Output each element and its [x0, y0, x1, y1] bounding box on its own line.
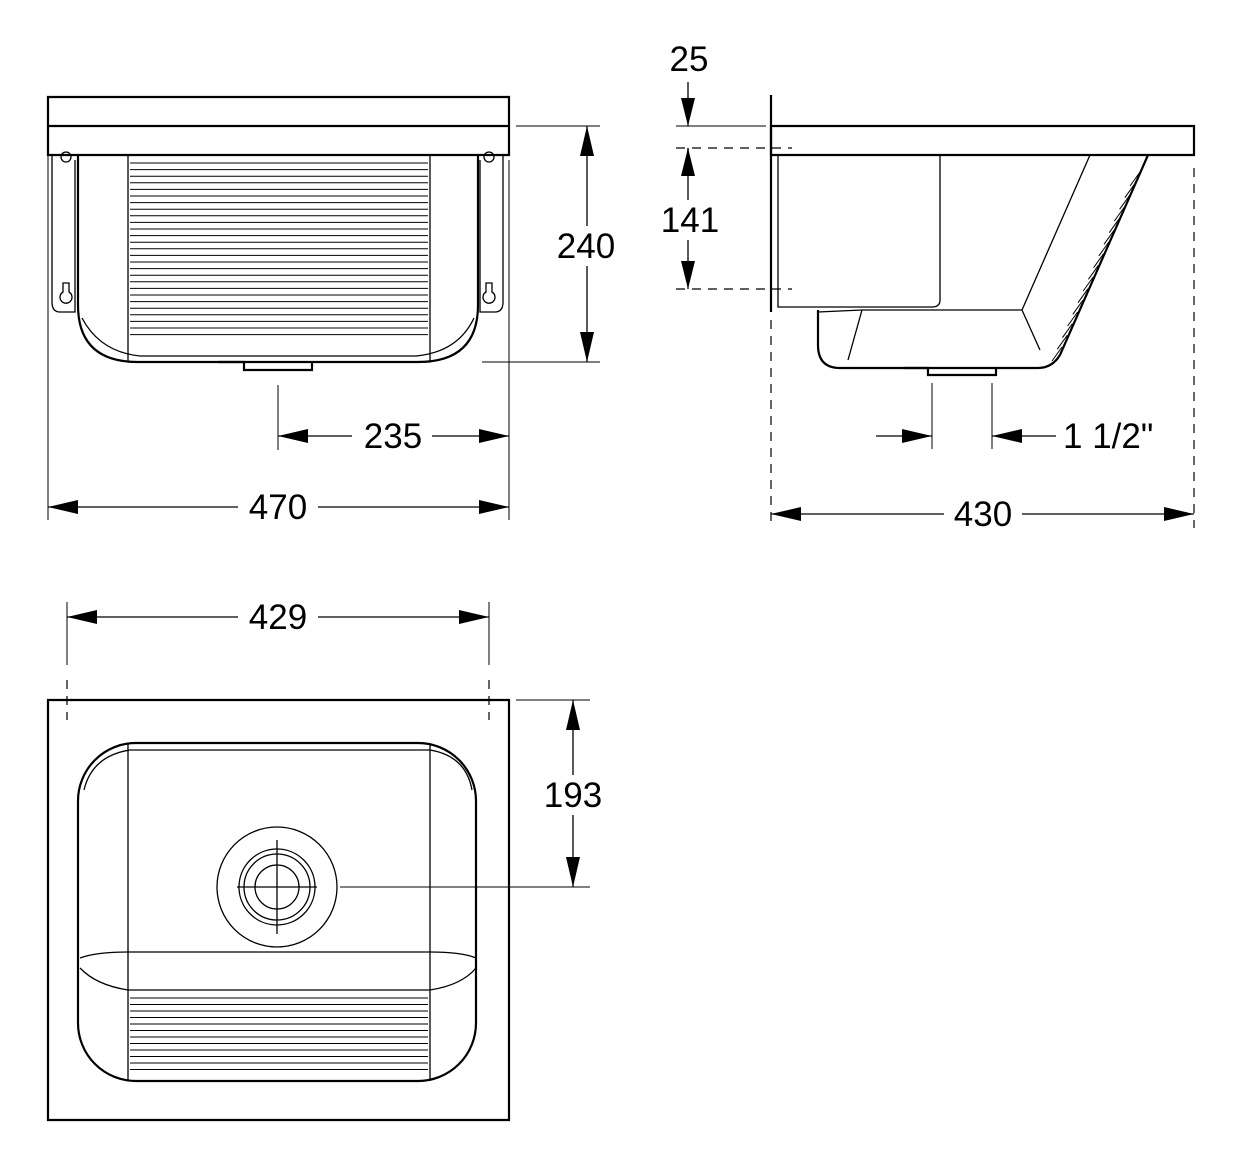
side-basin-profile: [818, 155, 1148, 368]
dim-side-rim-thickness: 25: [670, 40, 709, 79]
dim-front-total-width: 470: [249, 488, 307, 527]
side-view: 25 141 430 1 1/2": [656, 40, 1194, 535]
dim-front-half-width: 235: [364, 417, 422, 456]
rib-line: [1052, 347, 1062, 361]
right-bracket-keyhole: [483, 283, 495, 303]
dim-top-width: 429: [249, 598, 307, 637]
top-bowl-outline: [78, 743, 476, 1081]
rib-line: [1114, 207, 1124, 221]
rib-line: [1099, 242, 1109, 256]
rib-line: [1083, 277, 1093, 291]
rib-line: [1062, 324, 1072, 338]
top-view: 429 193: [48, 598, 608, 1120]
rib-line: [1125, 184, 1135, 198]
rib-line: [1130, 172, 1140, 186]
side-rim: [771, 126, 1194, 155]
dim-side-total-depth: 430: [954, 495, 1012, 534]
rib-line: [1078, 289, 1088, 303]
front-ribs: [130, 163, 428, 335]
left-bracket-hole-top: [61, 152, 71, 162]
front-ribbed-panel: [128, 155, 430, 362]
top-ribs: [130, 998, 428, 1070]
front-view: 470 235 240: [48, 97, 621, 528]
right-bracket-hole-top: [484, 152, 494, 162]
front-drain-stub: [218, 362, 312, 370]
side-hatch: [1052, 172, 1140, 361]
rib-line: [1094, 254, 1104, 268]
rib-line: [1057, 335, 1067, 349]
dim-drain-size: 1 1/2": [1063, 417, 1153, 456]
rib-line: [1068, 312, 1078, 326]
dim-side-inner-depth: 141: [661, 201, 719, 240]
rib-line: [1120, 195, 1130, 209]
top-outer-frame: [48, 700, 509, 1120]
dim-top-drain-offset: 193: [544, 776, 602, 815]
dim-front-height: 240: [557, 227, 615, 266]
left-bracket: [52, 155, 75, 312]
left-bracket-keyhole: [60, 283, 72, 303]
rib-line: [1088, 265, 1098, 279]
right-bracket: [480, 155, 503, 312]
rib-line: [1073, 300, 1083, 314]
rib-line: [1109, 219, 1119, 233]
side-drain-stub: [904, 368, 996, 375]
rib-line: [1104, 230, 1114, 244]
top-drain: [217, 827, 337, 947]
front-basin-outline: [78, 155, 478, 362]
